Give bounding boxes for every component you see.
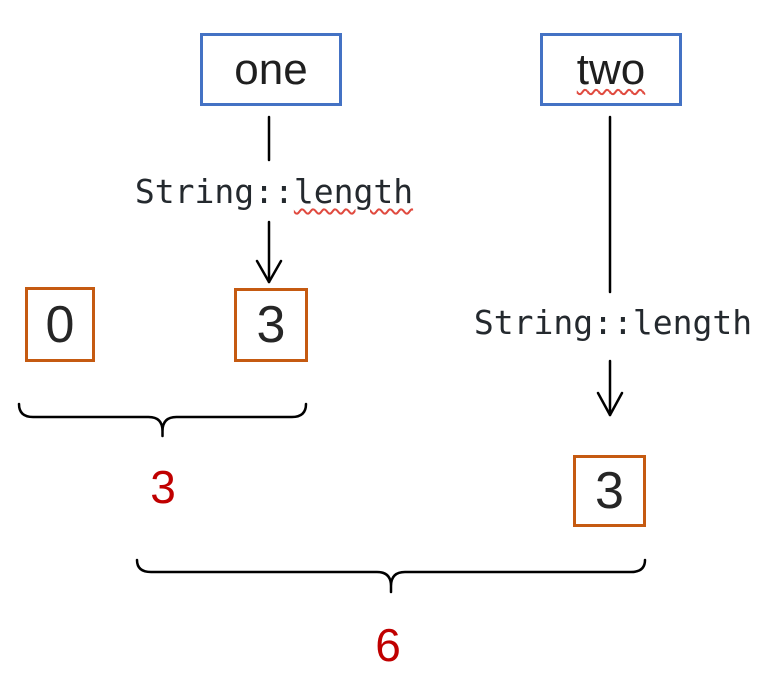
function-left-method: length [293,172,414,211]
node-one: one [200,33,342,106]
node-two-label: two [576,44,646,94]
sum-grand-total: 6 [375,619,401,671]
function-right-text: String::length [473,303,753,342]
value-left-start-text: 0 [45,295,75,354]
arrow-right-head-icon [596,391,624,417]
value-box-right-result: 3 [573,455,646,527]
arrow-left-head-icon [255,259,283,284]
value-box-left-result: 3 [234,288,308,362]
value-left-result-text: 3 [256,296,286,354]
node-two: two [540,33,682,106]
function-left-prefix: String:: [134,172,294,211]
function-label-left: String::length [129,171,419,213]
sum-left-subtotal: 3 [150,461,176,513]
total-underbrace-icon [135,558,647,594]
node-one-label: one [234,44,308,94]
function-label-right: String::length [468,302,758,344]
left-underbrace-icon [17,402,308,438]
value-box-left-start: 0 [25,287,95,362]
value-right-result-text: 3 [595,462,624,520]
